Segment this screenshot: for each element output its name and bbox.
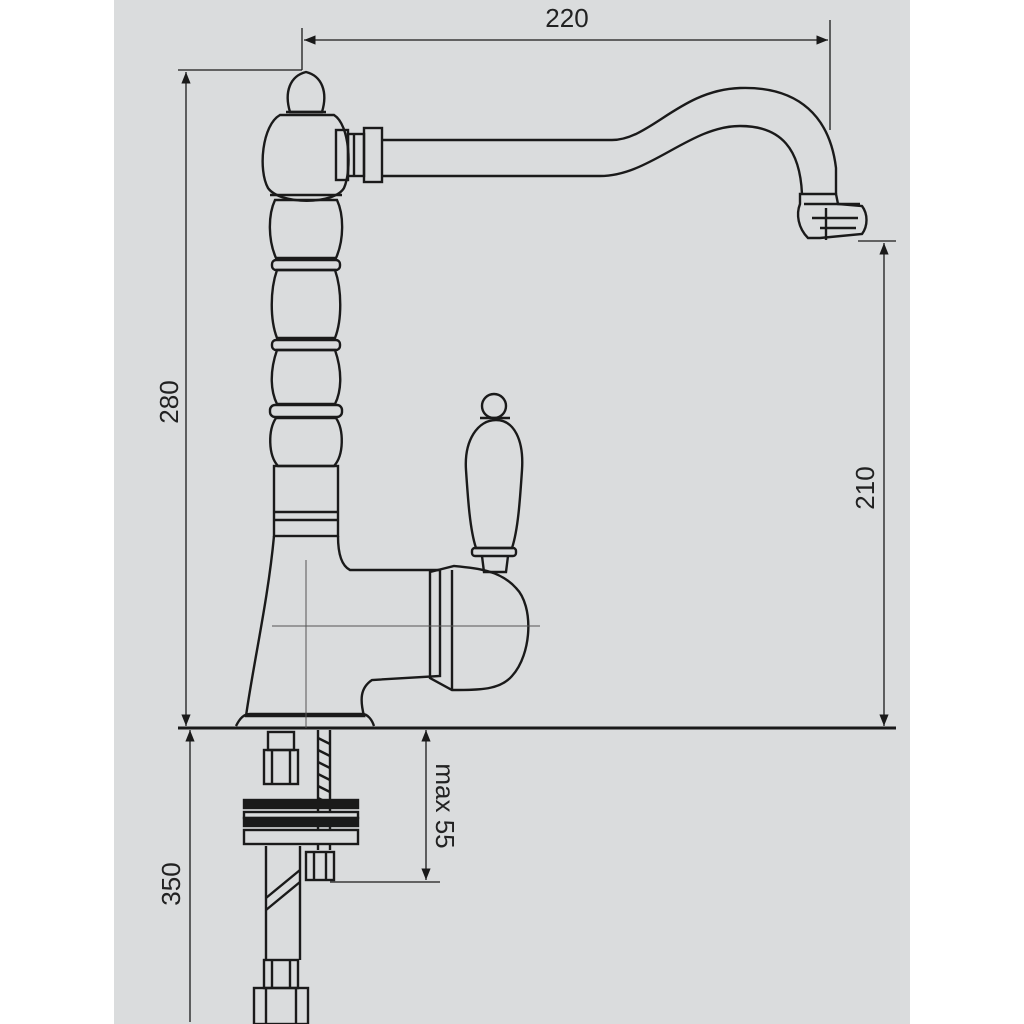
under-counter-fittings xyxy=(242,730,360,1024)
dimension-220-label: 220 xyxy=(545,3,588,33)
dimension-max55: max 55 xyxy=(330,730,460,883)
dimension-280: 280 xyxy=(154,69,302,726)
faucet xyxy=(234,70,868,727)
dimension-220: 220 xyxy=(301,3,831,130)
dimension-350: 350 xyxy=(156,730,195,1022)
faucet-base xyxy=(244,535,442,718)
dimension-max55-label: max 55 xyxy=(430,763,460,848)
mixer-body xyxy=(428,564,530,692)
dimension-210: 210 xyxy=(850,240,896,726)
aerator xyxy=(796,192,868,240)
column-cylinder xyxy=(272,464,340,538)
spout xyxy=(382,86,838,194)
dimension-210-label: 210 xyxy=(850,466,880,509)
top-finial xyxy=(286,70,326,114)
dimension-350-label: 350 xyxy=(156,862,186,905)
drawing-panel xyxy=(114,0,910,1024)
dimension-280-label: 280 xyxy=(154,380,184,423)
